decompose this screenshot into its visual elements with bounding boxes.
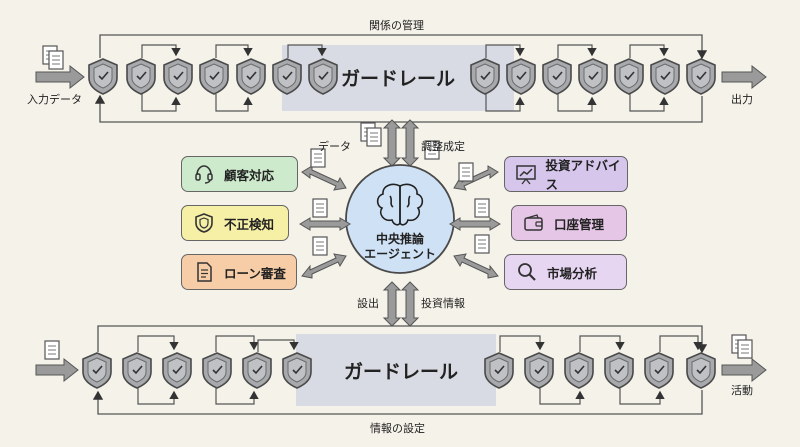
- shield-icon: [470, 58, 500, 95]
- module-label: 不正検知: [224, 216, 275, 232]
- input-label: 入力データ: [27, 93, 82, 106]
- shield-icon: [524, 352, 554, 389]
- shield-icon: [272, 58, 302, 95]
- central-agent-line1: 中央推論: [375, 232, 424, 246]
- top-loop-arrow: [99, 34, 708, 60]
- module-label: 市場分析: [547, 265, 598, 281]
- magnifier-icon: [515, 260, 539, 284]
- shield-icon: [199, 58, 229, 95]
- central-agent-line2: エージェント: [364, 247, 436, 261]
- bottom-guardrail-band: [35, 325, 767, 415]
- input-arrow-icon: [35, 357, 79, 383]
- wallet-icon: [522, 211, 546, 235]
- document-icon: [312, 236, 328, 256]
- top-guardrail-band: [35, 34, 767, 123]
- shield-icon: [88, 58, 118, 95]
- document-icon: [44, 340, 60, 360]
- top-loop-label: 関係の管理: [369, 19, 424, 32]
- module-label: 顧客対応: [224, 167, 275, 183]
- activity-label: 活動: [731, 384, 753, 397]
- module-investment-advice[interactable]: 投資アドバイス: [504, 156, 628, 192]
- flow-label-data: データ: [318, 140, 351, 153]
- module-label: 投資アドバイス: [545, 158, 621, 192]
- output-label: 出力: [731, 93, 753, 106]
- shield-icon: [564, 352, 594, 389]
- shield-icon: [82, 352, 112, 389]
- shield-icon: [122, 352, 152, 389]
- document-icon: [366, 127, 382, 147]
- shield-icon: [236, 58, 266, 95]
- shield-icon: [192, 211, 216, 235]
- shield-icon: [242, 352, 272, 389]
- shield-icon: [686, 352, 716, 389]
- bottom-loop-arrow: [97, 325, 708, 354]
- shield-icon: [614, 58, 644, 95]
- module-account-management[interactable]: 口座管理: [511, 205, 627, 241]
- central-agent-label: 中央推論 エージェント: [345, 232, 455, 262]
- shield-icon: [163, 58, 193, 95]
- module-customer-support[interactable]: 顧客対応: [181, 156, 298, 192]
- module-fraud-detection[interactable]: 不正検知: [181, 205, 289, 241]
- module-market-analysis[interactable]: 市場分析: [504, 254, 627, 290]
- shield-icon: [542, 58, 572, 95]
- shield-icon: [202, 352, 232, 389]
- output-arrow-icon: [721, 64, 767, 90]
- shield-icon: [506, 58, 536, 95]
- shield-icon: [644, 352, 674, 389]
- flow-label-invest-info: 投資情報: [421, 297, 465, 310]
- flow-label-design: 設出: [357, 297, 379, 310]
- top-guardrail-title: ガードレール: [341, 68, 456, 90]
- shield-icon: [308, 58, 338, 95]
- document-icon: [192, 260, 216, 284]
- output-arrow-icon: [721, 357, 767, 383]
- input-arrow-icon: [35, 64, 85, 90]
- shield-icon: [282, 352, 312, 389]
- document-icon: [458, 162, 474, 182]
- document-icon: [48, 50, 64, 70]
- presentation-chart-icon: [515, 162, 537, 186]
- module-label: 口座管理: [554, 216, 605, 232]
- brain-icon: [376, 183, 424, 226]
- document-icon: [312, 198, 328, 218]
- document-icon: [474, 234, 490, 254]
- shield-icon: [578, 58, 608, 95]
- shield-icon: [686, 58, 716, 95]
- module-loan-review[interactable]: ローン審査: [181, 254, 297, 290]
- bottom-guardrail-title: ガードレール: [344, 361, 459, 383]
- bottom-return-arrow: [92, 390, 703, 415]
- shield-icon: [162, 352, 192, 389]
- center-section: [299, 119, 501, 327]
- bottom-highlight: [296, 334, 496, 406]
- shield-icon: [604, 352, 634, 389]
- module-label: ローン審査: [224, 265, 286, 281]
- bottom-loop-label: 情報の設定: [370, 422, 425, 435]
- shield-icon: [484, 352, 514, 389]
- top-return-arrow: [94, 94, 703, 123]
- flow-label-adjust: 調整成定: [421, 140, 465, 153]
- document-icon: [737, 339, 753, 359]
- headset-icon: [192, 162, 216, 186]
- shield-icon: [650, 58, 680, 95]
- document-icon: [474, 198, 490, 218]
- shield-icon: [126, 58, 156, 95]
